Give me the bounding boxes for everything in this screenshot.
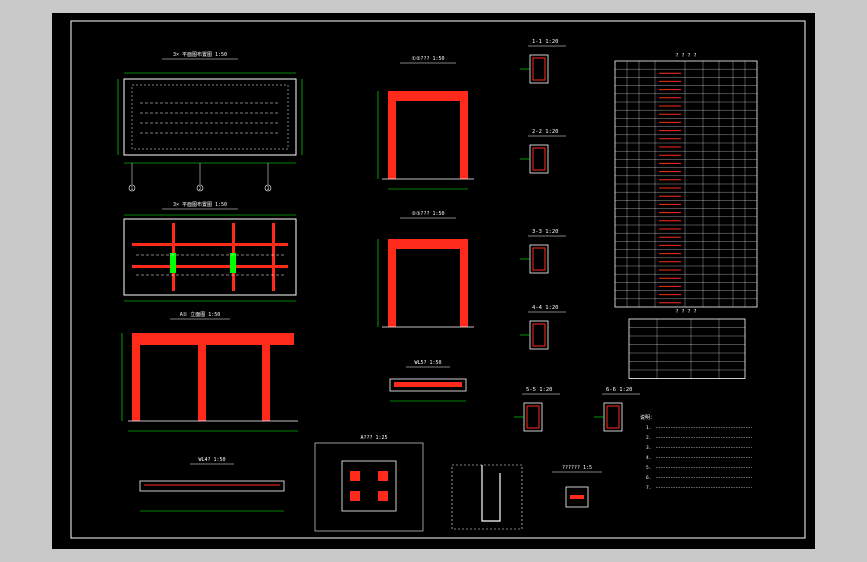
plan-2-beam-red-2	[132, 265, 288, 268]
elevation-a: A① 立面图 1:50	[121, 311, 298, 432]
grid-bubble-3-label: 3	[267, 186, 270, 191]
grid-bubble-2	[196, 184, 204, 192]
section-3-stirrup	[532, 247, 546, 271]
plan-view-2: 3× 平面图布置图 1:50	[123, 201, 297, 302]
plan-1-outline	[123, 78, 297, 156]
elevation-a-col-1	[132, 345, 140, 421]
grid-bubble-1	[128, 184, 136, 192]
note-item-2: 2.	[646, 435, 651, 441]
section-5-stirrup	[526, 405, 540, 429]
plan-view-1: 3× 平面图布置图 1:50 1 2 3	[117, 51, 303, 192]
plan-2-title: 3× 平面图布置图 1:50	[173, 201, 227, 208]
sheet-border	[70, 20, 806, 539]
note-item-5: 5.	[646, 465, 651, 471]
plan-2-green-mark-1	[170, 253, 176, 273]
elevation-a-col-2	[198, 345, 206, 421]
general-notes: 说明： 1. 2. 3. 4. 5. 6. 7.	[640, 414, 752, 491]
elevation-a-top-beam	[132, 333, 294, 345]
section-4-title: 4-4 1:20	[532, 305, 559, 311]
plan-1-title: 3× 平面图布置图 1:50	[173, 51, 227, 58]
detail-a-frame	[314, 442, 424, 532]
small-detail-box	[565, 486, 589, 508]
drawing-sheet: 3× 平面图布置图 1:50 1 2 3	[52, 13, 815, 549]
elevation-a-title: A① 立面图 1:50	[180, 311, 221, 318]
section-1-title: 1-1 1:20	[532, 39, 559, 45]
note-item-7: 7.	[646, 485, 651, 491]
frame-2-right-col	[460, 249, 468, 327]
wl5-rebar	[394, 382, 462, 387]
section-4-stirrup	[532, 323, 546, 347]
small-detail-title: ?????? 1:5	[562, 465, 592, 471]
frame-1-right-col	[460, 101, 468, 179]
rebar-table-title: ? ? ? ?	[675, 53, 696, 59]
anchor-detail-outline	[451, 464, 523, 530]
note-item-1: 1.	[646, 425, 651, 431]
plan-2-col-red-3	[272, 223, 275, 291]
detail-a-title: A??? 1:25	[360, 435, 387, 441]
note-item-3: 3.	[646, 445, 651, 451]
wl4-beam	[139, 480, 285, 492]
anchor-detail	[451, 464, 523, 530]
frame-view-1: ①②??? 1:50	[377, 56, 474, 190]
wl4-view: WL4? 1:50	[139, 457, 285, 512]
elevation-a-col-3	[262, 345, 270, 421]
summary-table: ? ? ? ?	[628, 309, 746, 379]
wl4-title: WL4? 1:50	[198, 457, 225, 463]
section-5-title: 5-5 1:20	[526, 387, 553, 393]
anchor-bar	[481, 465, 501, 522]
detail-a: A??? 1:25	[314, 435, 424, 532]
plan-1-inner	[131, 84, 289, 150]
grid-bubble-3	[264, 184, 272, 192]
wl5-title: WL5? 1:50	[414, 360, 441, 366]
detail-a-bolt-2	[378, 471, 388, 481]
detail-a-bolt-3	[350, 491, 360, 501]
small-detail-fill	[570, 495, 584, 499]
rebar-schedule-table: ? ? ? ?	[614, 53, 758, 308]
note-item-6: 6.	[646, 475, 651, 481]
drawing-canvas: 3× 平面图布置图 1:50 1 2 3	[70, 20, 806, 539]
wl5-view: WL5? 1:50	[389, 360, 467, 402]
wl5-beam	[389, 378, 467, 392]
frame-2-top-beam	[388, 239, 468, 249]
section-6-title: 6-6 1:20	[606, 387, 633, 393]
section-6-stirrup	[606, 405, 620, 429]
frame-1-left-col	[388, 101, 396, 179]
sections-column: 1-1 1:20 2-2 1:20 3-3 1:20 4-4 1:20 5-5 1:20…	[514, 39, 640, 432]
section-3-title: 3-3 1:20	[532, 229, 559, 235]
section-2-title: 2-2 1:20	[532, 129, 559, 135]
frame-1-top-beam	[388, 91, 468, 101]
plan-2-outline	[123, 218, 297, 296]
grid-bubble-2-label: 2	[199, 186, 202, 191]
detail-a-bolt-4	[378, 491, 388, 501]
section-2-stirrup	[532, 147, 546, 171]
frame-2-left-col	[388, 249, 396, 327]
summary-table-border	[628, 318, 746, 379]
grid-bubble-1-label: 1	[131, 186, 134, 191]
small-detail: ?????? 1:5	[552, 465, 602, 508]
detail-a-bolt-1	[350, 471, 360, 481]
frame-1-title: ①②??? 1:50	[411, 56, 444, 62]
plan-2-beam-red-1	[132, 243, 288, 246]
frame-2-title: ②③??? 1:50	[411, 211, 444, 217]
frame-view-2: ②③??? 1:50	[377, 211, 474, 328]
plan-2-green-mark-2	[230, 253, 236, 273]
summary-table-title: ? ? ? ?	[675, 309, 696, 315]
section-1-stirrup	[532, 57, 546, 81]
note-item-4: 4.	[646, 455, 651, 461]
detail-a-plate	[341, 460, 397, 512]
notes-title: 说明：	[640, 414, 655, 421]
